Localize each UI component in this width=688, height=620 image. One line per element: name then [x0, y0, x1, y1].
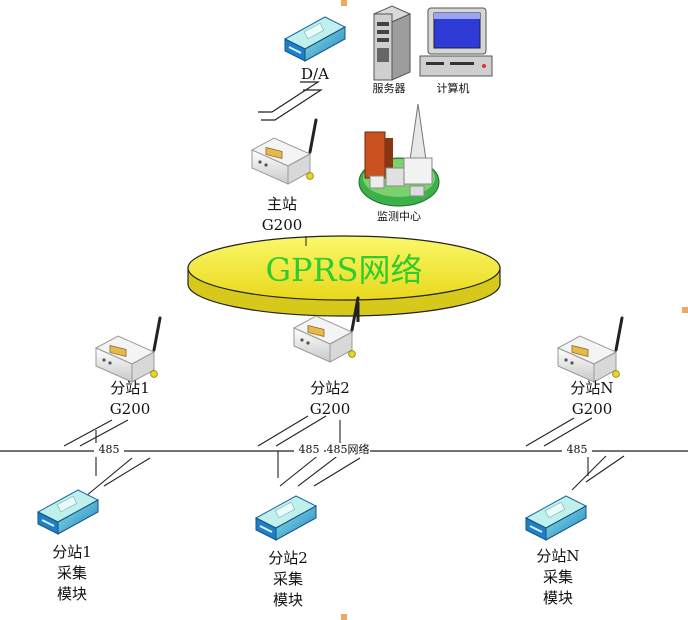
module-1-label: 分站1 采集 模块: [52, 543, 92, 603]
module-1-icon: [37, 489, 99, 535]
bus-tag-2: 485: [294, 443, 324, 457]
server-label: 服务器: [372, 82, 406, 95]
guide-mark-right: [682, 307, 688, 313]
computer-icon: [419, 7, 493, 77]
gprs-network-label: GPRS网络: [265, 251, 423, 289]
module-n-label: 分站N 采集 模块: [536, 547, 580, 607]
guide-mark-top: [341, 0, 347, 6]
substation-n-modem-icon: [556, 316, 624, 384]
substation-1-label: 分站1 G200: [109, 379, 151, 418]
module-n-icon: [525, 495, 587, 541]
main-station-modem-icon: [250, 118, 318, 186]
da-label: D/A: [301, 65, 329, 83]
bus-tag-n: 485: [562, 443, 592, 457]
da-module-icon: [284, 16, 346, 62]
da-link-zigzag: [258, 81, 324, 121]
main-station-label: 主站 G200: [261, 195, 303, 234]
bus-links: [63, 415, 625, 497]
monitor-center-label: 监测中心: [377, 210, 421, 223]
substation-n-label: 分站N G200: [570, 379, 614, 418]
server-icon: [372, 5, 412, 81]
gprs-network-oval: [187, 235, 501, 317]
monitor-center-icon: [358, 103, 440, 207]
guide-mark-bottom: [341, 614, 347, 620]
substation-2-label: 分站2 G200: [309, 379, 351, 418]
computer-label: 计算机: [436, 82, 470, 95]
module-2-icon: [255, 495, 317, 541]
bus-tag-1: 485: [94, 443, 124, 457]
module-2-label: 分站2 采集 模块: [268, 549, 308, 609]
substation-1-modem-icon: [94, 316, 162, 384]
rs485-network-tag: 485网络: [326, 443, 370, 457]
